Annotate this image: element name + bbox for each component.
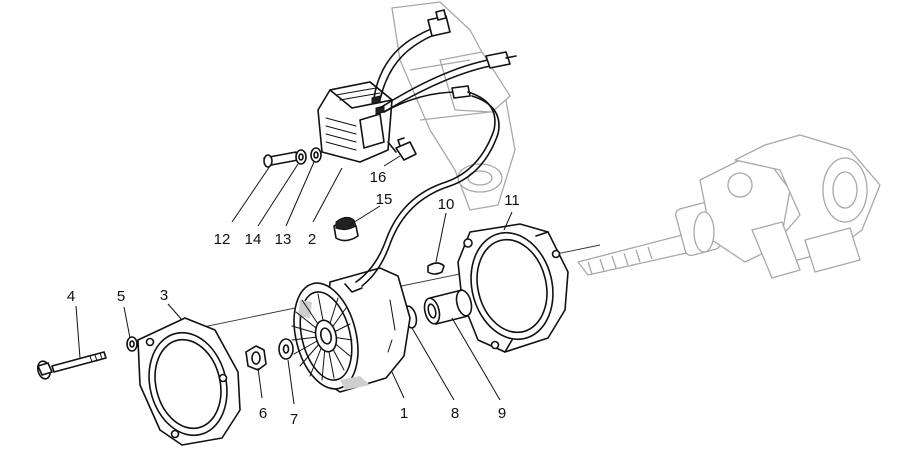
wiring-harness xyxy=(355,9,517,287)
label-13: 13 xyxy=(275,231,292,248)
engine-frame-ghost xyxy=(391,1,516,211)
washer-part-5 xyxy=(126,336,138,352)
label-6: 6 xyxy=(259,405,267,422)
label-14: 14 xyxy=(245,231,262,248)
leader-lines xyxy=(75,155,513,405)
label-7: 7 xyxy=(290,411,298,428)
label-3: 3 xyxy=(160,287,168,304)
key-part-10 xyxy=(427,262,445,275)
label-4: 4 xyxy=(67,288,75,305)
callout-labels: 1 2 3 4 5 6 7 8 9 10 11 12 13 14 15 16 xyxy=(67,169,520,428)
label-2: 2 xyxy=(308,231,316,248)
label-16: 16 xyxy=(370,169,387,186)
screw-part-12 xyxy=(263,151,299,168)
label-9: 9 xyxy=(498,405,506,422)
label-15: 15 xyxy=(376,191,393,208)
label-8: 8 xyxy=(451,405,459,422)
washer-part-14 xyxy=(295,149,307,165)
washer-part-13 xyxy=(310,147,322,163)
label-1: 1 xyxy=(400,405,408,422)
rotor-stator-part-1 xyxy=(291,267,411,393)
stator-coils xyxy=(291,293,353,381)
crankshaft-ghost xyxy=(577,134,881,279)
bolt-part-4 xyxy=(36,351,107,380)
front-cover-part-3 xyxy=(137,317,241,446)
nut-part-6 xyxy=(245,345,267,371)
clip-part-16 xyxy=(395,137,417,161)
label-12: 12 xyxy=(214,231,231,248)
regulator-part-2 xyxy=(317,81,397,163)
label-11: 11 xyxy=(504,192,520,209)
sleeve-part-9 xyxy=(423,289,473,325)
rear-cover-part-11 xyxy=(457,223,569,353)
label-10: 10 xyxy=(438,196,455,213)
grommet-part-15 xyxy=(333,216,359,242)
washer-part-7 xyxy=(278,338,294,360)
label-5: 5 xyxy=(117,288,125,305)
